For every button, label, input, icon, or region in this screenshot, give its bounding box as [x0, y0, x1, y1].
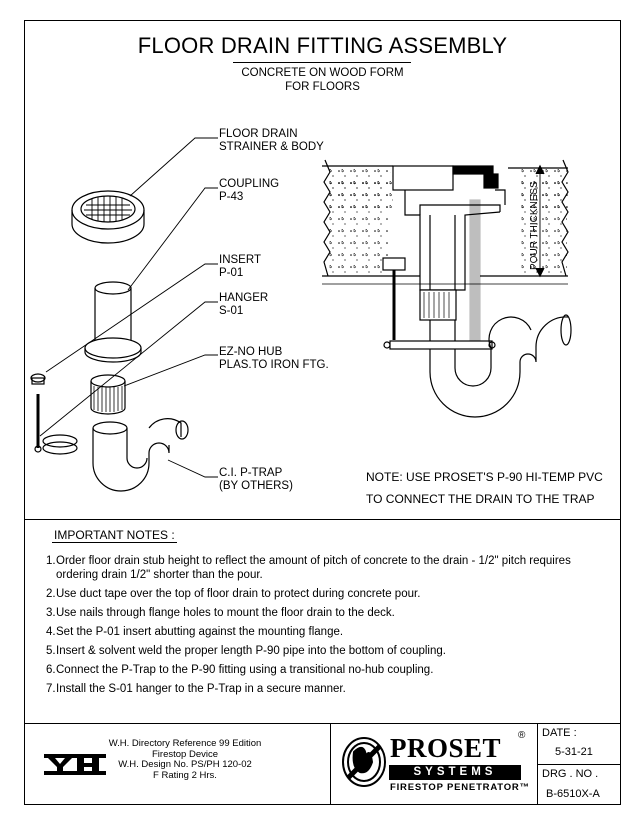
list-item: 6.Connect the P-Trap to the P-90 fitting…	[46, 663, 434, 676]
callout-hanger: HANGER S-01	[219, 292, 269, 317]
date-value: 5-31-21	[555, 746, 593, 758]
title-underline	[233, 62, 411, 63]
drawing-title: FLOOR DRAIN FITTING ASSEMBLY	[137, 33, 508, 58]
date-label: DATE :	[542, 727, 577, 739]
floor-drain-strainer-part	[71, 190, 145, 244]
brand-name: PROSET	[390, 733, 502, 763]
drawing-number-value: B-6510X-A	[546, 788, 600, 800]
wh-logo	[44, 754, 106, 775]
drawing-subtitle: CONCRETE ON WOOD FORM FOR FLOORS	[24, 66, 621, 94]
hanger-part	[30, 373, 78, 455]
subtitle-line-2: FOR FLOORS	[285, 81, 360, 93]
brand-systems: SYSTEMS	[389, 765, 521, 780]
callout-strainer: FLOOR DRAIN STRAINER & BODY	[219, 128, 324, 153]
reference-line: Firestop Device	[152, 748, 218, 760]
list-item: 3.Use nails through flange holes to moun…	[46, 606, 395, 619]
callout-insert: INSERT P-01	[219, 254, 261, 279]
list-item: 4.Set the P-01 insert abutting against t…	[46, 625, 344, 638]
callout-ez-no-hub: EZ-NO HUB PLAS.TO IRON FTG.	[219, 346, 329, 371]
drawing-number-label: DRG . NO .	[542, 768, 599, 780]
proset-logo-emblem	[342, 737, 386, 787]
list-item: 5.Insert & solvent weld the proper lengt…	[46, 644, 446, 657]
drawing-frame	[24, 20, 621, 805]
pour-thickness-label: POUR THICKNESS	[529, 181, 540, 270]
notes-divider	[24, 519, 621, 520]
brand-tagline: FIRESTOP PENETRATOR™	[390, 782, 530, 793]
p-trap-part	[92, 418, 189, 492]
list-item: 7.Install the S-01 hanger to the P-Trap …	[46, 682, 346, 695]
important-notes-list: 1.Order floor drain stub height to refle…	[46, 555, 586, 702]
callout-coupling: COUPLING P-43	[219, 178, 280, 203]
reference-line: W.H. Design No. PS/PH 120-02	[118, 759, 252, 770]
list-item: 2.Use duct tape over the top of floor dr…	[46, 587, 421, 600]
section-note: NOTE: USE PROSET'S P-90 HI-TEMP PVC TO C…	[366, 470, 603, 506]
footer-separator-left	[330, 723, 331, 805]
exploded-view-illustration	[30, 137, 218, 492]
reference-line: W.H. Directory Reference 99 Edition	[108, 738, 262, 749]
footer-divider	[24, 723, 621, 724]
registered-mark: ®	[518, 730, 526, 741]
notes-heading: IMPORTANT NOTES :	[52, 528, 177, 543]
coupling-insert-part	[84, 281, 142, 363]
subtitle-line-1: CONCRETE ON WOOD FORM	[241, 67, 404, 79]
wh-reference: W.H. Directory Reference 99 Edition Fire…	[80, 738, 290, 781]
section-view-illustration	[322, 159, 572, 418]
reference-line: F Rating 2 Hrs.	[153, 769, 217, 781]
list-item: 1.Order floor drain stub height to refle…	[46, 555, 571, 581]
footer-title-block-divider	[537, 764, 621, 765]
callout-p-trap: C.I. P-TRAP (BY OTHERS)	[219, 467, 293, 492]
